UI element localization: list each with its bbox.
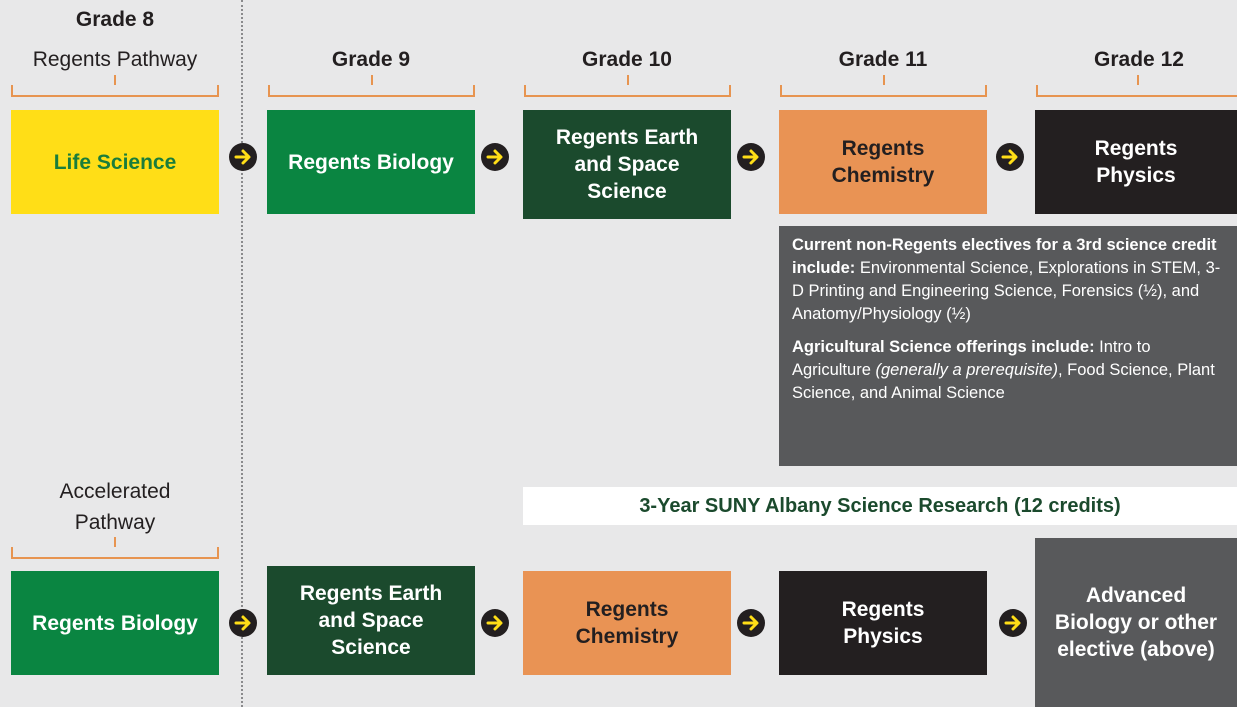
grade8-divider [241,0,243,707]
grade11-header: Grade 11 [838,48,928,71]
science-research-bar: 3-Year SUNY Albany Science Research (12 … [523,487,1237,525]
grade11-bracket [780,85,987,97]
grade9-header: Grade 9 [331,48,411,71]
accel-regents-chemistry-box: Regents Chemistry [523,571,731,675]
regents-biology-box: Regents Biology [267,110,475,214]
regents-chemistry-box: Regents Chemistry [779,110,987,214]
right-arrow-circle-icon [481,143,509,171]
grade12-header: Grade 12 [1094,48,1184,71]
grade9-bracket [268,85,475,97]
right-arrow-circle-icon [481,609,509,637]
grade12-bracket [1036,85,1237,97]
right-arrow-circle-icon [737,143,765,171]
regents-earth-space-box: Regents Earth and Space Science [523,110,731,219]
accel-regents-physics-box: Regents Physics [779,571,987,675]
accelerated-pathway-header: Accelerated Pathway [59,480,171,534]
non-regents-electives-text: Current non-Regents electives for a 3rd … [792,236,1221,323]
accel-regents-biology-box: Regents Biology [11,571,219,675]
life-science-box: Life Science [11,110,219,214]
accel-regents-earth-space-box: Regents Earth and Space Science [267,566,475,675]
agricultural-offerings-text: Agricultural Science offerings include: … [792,338,1215,402]
right-arrow-circle-icon [999,609,1027,637]
grade8-header: Grade 8 [75,8,155,31]
electives-info-box: Current non-Regents electives for a 3rd … [779,226,1237,466]
grade8-bracket [11,85,219,97]
regents-physics-box: Regents Physics [1035,110,1237,214]
right-arrow-circle-icon [229,609,257,637]
grade10-bracket [524,85,731,97]
grade10-header: Grade 10 [582,48,672,71]
advanced-biology-box: Advanced Biology or other elective (abov… [1035,538,1237,707]
right-arrow-circle-icon [737,609,765,637]
right-arrow-circle-icon [229,143,257,171]
right-arrow-circle-icon [996,143,1024,171]
grade8-sub-header: Regents Pathway [32,48,198,71]
accelerated-bracket [11,547,219,559]
